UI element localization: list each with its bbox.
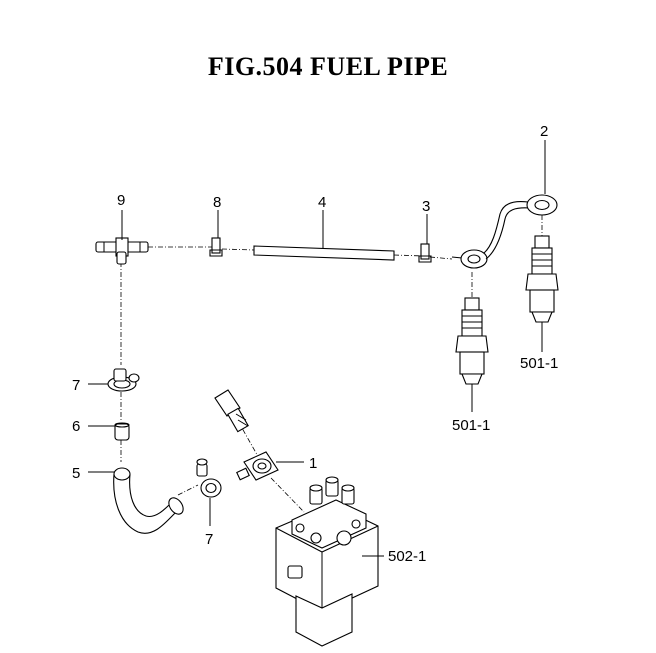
callout-7-lower: 7 — [205, 531, 213, 548]
clip-part-3 — [418, 243, 432, 263]
injection-nozzle-right — [525, 235, 559, 323]
callout-502-1: 502-1 — [388, 548, 426, 565]
callout-7-upper: 7 — [72, 377, 80, 394]
callout-6: 6 — [72, 418, 80, 435]
figure-title: FIG.504 FUEL PIPE — [207, 52, 449, 81]
eye-bolt — [214, 389, 249, 433]
hose-joint-part — [114, 422, 130, 441]
bent-fuel-hose-part — [113, 467, 184, 534]
leader-lines — [88, 140, 546, 557]
callout-4: 4 — [318, 194, 326, 211]
hose-clamp-upper — [107, 368, 140, 392]
callout-8: 8 — [213, 194, 221, 211]
callout-3: 3 — [422, 198, 430, 215]
callout-labels: 9 8 4 3 2 501-1 501-1 7 6 5 7 1 502-1 — [72, 123, 558, 565]
injection-nozzle-left — [455, 297, 489, 385]
fuel-hose-part — [253, 245, 395, 261]
injection-pump-part — [275, 476, 379, 647]
callout-9: 9 — [117, 192, 125, 209]
tee-joint-part — [95, 237, 149, 265]
callout-1: 1 — [309, 455, 317, 472]
clip-part-8 — [209, 237, 223, 257]
callout-5: 5 — [72, 465, 80, 482]
callout-2: 2 — [540, 123, 548, 140]
callout-501-1-left: 501-1 — [452, 417, 490, 434]
callout-501-1-right: 501-1 — [520, 355, 558, 372]
pipe-joint-part — [236, 451, 279, 481]
return-pipe-part — [451, 194, 558, 269]
hose-clamp-lower — [196, 458, 222, 498]
centerlines — [120, 215, 543, 513]
